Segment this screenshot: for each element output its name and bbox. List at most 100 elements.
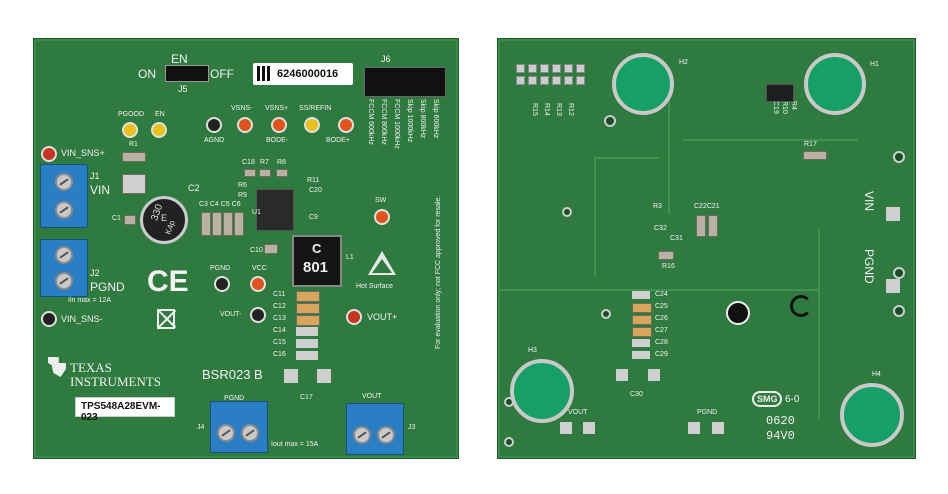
c22c21-label: C22C21: [694, 203, 720, 210]
mode-skip-600: Skip 600kHz: [432, 99, 439, 139]
j3-vout-label: VOUT: [362, 393, 382, 400]
tp-en[interactable]: [151, 122, 167, 138]
j6-pin-10: [552, 76, 561, 85]
j2-screw-2[interactable]: [55, 272, 73, 290]
back-vin-label: VIN: [862, 191, 876, 212]
trace-1: [668, 94, 680, 214]
c4: [212, 212, 222, 236]
j2-pgnd-terminal[interactable]: [40, 239, 88, 297]
tp-agnd-label: AGND: [204, 137, 225, 144]
vin-sns-minus-label: VIN_SNS-: [61, 314, 103, 324]
j6-label: J6: [381, 54, 391, 64]
c11: [296, 291, 320, 302]
h3-mount-pad: [510, 359, 574, 423]
hot-surface-label: Hot Surface: [356, 283, 393, 290]
vin-sns-plus-label: VIN_SNS+: [61, 148, 105, 158]
tp-sw[interactable]: [374, 209, 390, 225]
tp-ss-refin[interactable]: [304, 117, 320, 133]
j3-screw-2[interactable]: [377, 426, 395, 444]
tp-vcc[interactable]: [250, 276, 266, 292]
j6-pin-2: [528, 64, 537, 73]
c15: [296, 339, 318, 348]
j4-pgnd-terminal[interactable]: [210, 401, 268, 453]
c13-label: C13: [273, 315, 286, 322]
vin-pad-1: [886, 207, 900, 221]
h1-label: H1: [870, 61, 879, 68]
via-hole-1: [604, 115, 616, 127]
tp-vsns-minus[interactable]: [237, 117, 253, 133]
iout-max-label: Iout max = 15A: [271, 441, 319, 448]
h1-mount-pad: [804, 53, 866, 115]
c1-label: C1: [112, 215, 121, 222]
j6-pin-4: [552, 64, 561, 73]
c10: [264, 244, 278, 254]
weee-bin-icon: [157, 309, 177, 329]
serial-number: 6246000016: [277, 68, 339, 80]
tp-vout-plus[interactable]: [346, 309, 362, 325]
h3-label: H3: [528, 347, 537, 354]
c30-label: C30: [630, 391, 643, 398]
c12: [296, 303, 320, 314]
j1-screw-2[interactable]: [55, 201, 73, 219]
h4-label: H4: [872, 371, 881, 378]
c30-pad-1: [616, 369, 628, 381]
tp-vin-sns-plus[interactable]: [41, 146, 57, 162]
c1-area: [122, 174, 146, 194]
j1-screw-1[interactable]: [55, 173, 73, 191]
j3-screw-1[interactable]: [353, 426, 371, 444]
c17-pad-1: [284, 369, 298, 383]
sw-label: SW: [375, 197, 387, 204]
tp-bode-plus[interactable]: [338, 117, 354, 133]
u1-label: U1: [252, 209, 261, 216]
r3-label: R3: [653, 203, 662, 210]
c19-label: C19: [772, 101, 779, 114]
ul-logo-icon: [726, 301, 750, 325]
j2-screw-1[interactable]: [55, 246, 73, 264]
tp-pgood[interactable]: [122, 122, 138, 138]
c14: [296, 327, 318, 336]
hot-surface-icon-inner: [372, 259, 392, 273]
c20-label: C20: [309, 187, 322, 194]
tp-vout-minus[interactable]: [250, 307, 266, 323]
pgnd-pad-b2: [712, 422, 724, 434]
c30-pad-2: [648, 369, 660, 381]
j4-screw-1[interactable]: [217, 424, 235, 442]
back-pgnd-right-label: PGND: [862, 249, 876, 284]
c16: [296, 351, 318, 360]
j2-label: J2: [90, 268, 100, 278]
c9-label: C9: [309, 214, 318, 221]
vout-pad-2: [583, 422, 595, 434]
tp-vsns-plus[interactable]: [271, 117, 287, 133]
j4-screw-2[interactable]: [241, 424, 259, 442]
maker-suffix: 6-0: [785, 394, 800, 405]
part-number-label: TPS548A28EVM-023: [75, 397, 175, 423]
r1-label: R1: [129, 141, 138, 148]
part-number: TPS548A28EVM-023: [81, 401, 161, 423]
tp-vin-sns-minus[interactable]: [41, 311, 57, 327]
c17-pad-2: [317, 369, 331, 383]
j1-vin-terminal[interactable]: [40, 164, 88, 228]
c15-label: C15: [273, 339, 286, 346]
j4-pgnd-label: PGND: [224, 395, 245, 402]
r9-label: R9: [238, 192, 247, 199]
tp-agnd[interactable]: [206, 117, 222, 133]
c2-label: C2: [188, 183, 200, 193]
r7-label: R7: [260, 159, 269, 166]
h2-mount-pad: [612, 53, 674, 115]
vout-minus-label: VOUT-: [220, 311, 242, 318]
tp-pgnd[interactable]: [214, 276, 230, 292]
j6-pin-6: [576, 64, 585, 73]
en-jumper[interactable]: [165, 65, 209, 82]
pgnd-pad-1: [886, 279, 900, 293]
h2-label: H2: [679, 59, 688, 66]
j6-pin-3: [540, 64, 549, 73]
r13-label: R13: [555, 103, 562, 116]
j3-vout-terminal[interactable]: [346, 403, 404, 455]
c2-marking-2: E: [161, 213, 168, 223]
r17: [803, 151, 827, 160]
mode-select-header[interactable]: [364, 67, 446, 97]
c3: [201, 212, 211, 236]
c26-label: C26: [655, 315, 668, 322]
via-hole-2: [893, 151, 905, 163]
c29-label: C29: [655, 351, 668, 358]
